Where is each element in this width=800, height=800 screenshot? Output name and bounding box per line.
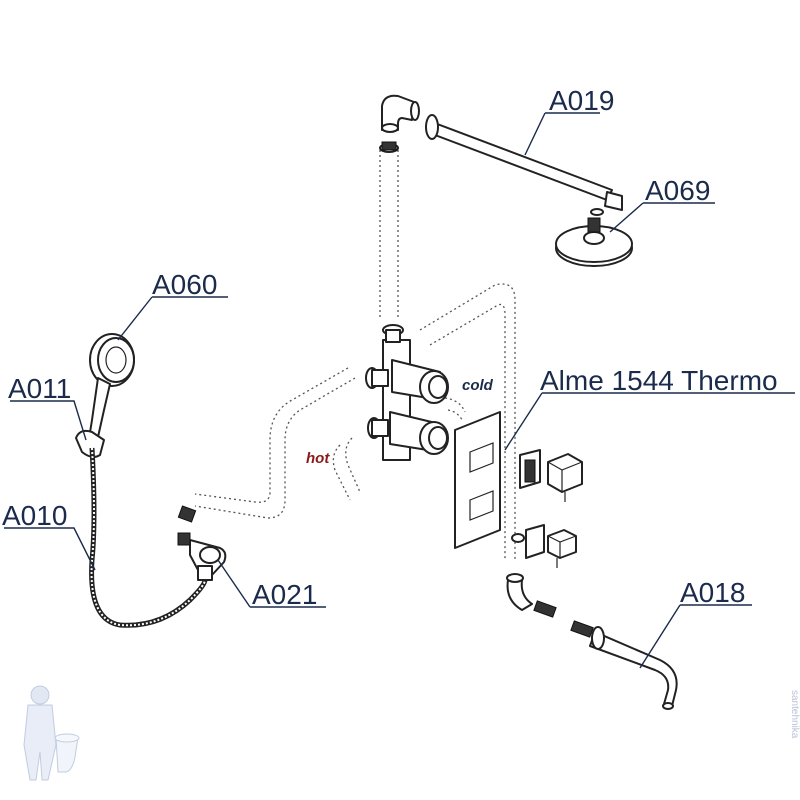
thermostat-trim-plate (454, 411, 501, 549)
wall-outlet (177, 505, 227, 581)
cold-label: cold (462, 377, 494, 394)
label-a019: A019 (549, 85, 614, 116)
label-a021: A021 (252, 579, 317, 610)
head-shower (555, 208, 633, 267)
valve-body (365, 324, 449, 461)
label-a060: A060 (152, 269, 217, 300)
label-a069: A069 (645, 175, 710, 206)
hot-label: hot (306, 450, 330, 467)
part-labels: A019 A069 A060 A011 A010 A021 Alme 1544 … (2, 85, 778, 610)
leader-lines (4, 112, 795, 669)
plumber-logo (23, 685, 80, 781)
watermark-text: santehnika (789, 690, 800, 739)
shower-hose (89, 447, 208, 628)
label-a018: A018 (680, 577, 745, 608)
label-thermo: Alme 1544 Thermo (540, 365, 778, 396)
shower-holder (75, 429, 105, 458)
flow-annotations: cold hot (306, 377, 494, 467)
label-a010: A010 (2, 500, 67, 531)
shower-arm (425, 114, 623, 211)
label-a011: A011 (8, 373, 71, 404)
concealed-pipes (194, 150, 516, 560)
hand-shower (87, 333, 135, 447)
top-elbow (379, 94, 420, 153)
trim-handles (519, 449, 583, 568)
bath-spout (506, 533, 678, 710)
